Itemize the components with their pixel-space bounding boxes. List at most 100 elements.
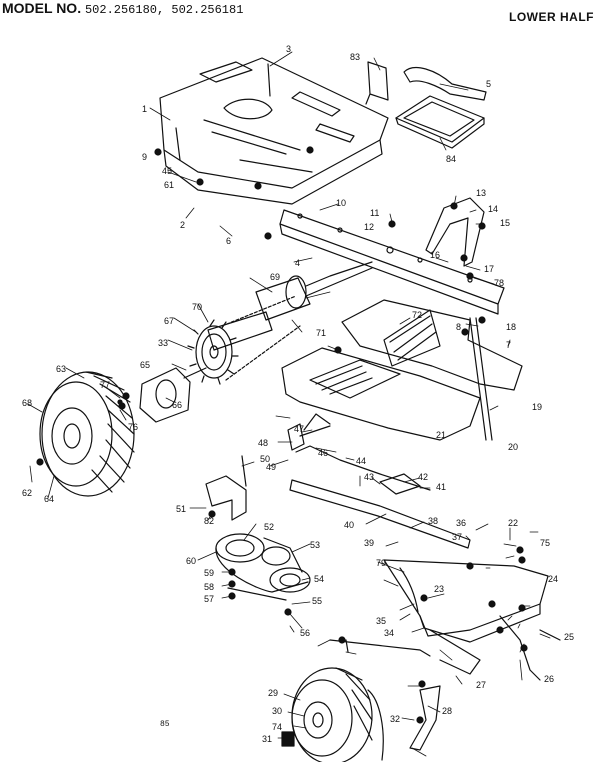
drive-chain bbox=[221, 295, 301, 381]
callout-26: 26 bbox=[544, 674, 554, 684]
callout-35: 35 bbox=[376, 616, 386, 626]
callout-numbers: 1 2 3 4 5 6 7 8 9 10 11 12 13 14 15 16 1… bbox=[22, 44, 574, 744]
bracket-14 bbox=[425, 197, 485, 267]
callout-43: 43 bbox=[364, 472, 374, 482]
callout-2: 2 bbox=[180, 220, 185, 230]
brake-linkage bbox=[287, 413, 471, 549]
callout-3: 3 bbox=[286, 44, 291, 54]
hood-latch-5 bbox=[403, 67, 487, 101]
hardware-nuts-bolts bbox=[36, 146, 528, 724]
callout-53: 53 bbox=[310, 540, 320, 550]
callout-49: 49 bbox=[266, 462, 276, 472]
callout-18: 18 bbox=[506, 322, 516, 332]
callout-32: 32 bbox=[390, 714, 400, 724]
callout-48: 48 bbox=[258, 438, 268, 448]
callout-66: 66 bbox=[172, 400, 182, 410]
callout-46: 46 bbox=[318, 448, 328, 458]
callout-82: 82 bbox=[204, 516, 214, 526]
callout-44: 44 bbox=[356, 456, 366, 466]
leader-lines bbox=[27, 51, 551, 757]
callout-34: 34 bbox=[384, 628, 394, 638]
model-numbers: 502.256180, 502.256181 bbox=[84, 3, 244, 17]
frame-plate bbox=[159, 57, 389, 205]
callout-70: 70 bbox=[192, 302, 202, 312]
page-number: 85 bbox=[160, 720, 170, 729]
callout-38: 38 bbox=[428, 516, 438, 526]
callout-37: 37 bbox=[452, 532, 462, 542]
model-label: MODEL NO. bbox=[2, 0, 82, 16]
lower-frame bbox=[329, 559, 561, 681]
callout-68: 68 bbox=[22, 398, 32, 408]
callout-47: 47 bbox=[294, 424, 304, 434]
callout-83: 83 bbox=[350, 52, 360, 62]
front-wheel bbox=[291, 667, 384, 762]
callout-69: 69 bbox=[270, 272, 280, 282]
rod-20 bbox=[469, 317, 493, 441]
callout-40: 40 bbox=[344, 520, 354, 530]
callout-19: 19 bbox=[532, 402, 542, 412]
callout-78: 78 bbox=[494, 278, 504, 288]
callout-29: 29 bbox=[268, 688, 278, 698]
callout-72: 72 bbox=[412, 310, 422, 320]
callout-5: 5 bbox=[486, 79, 491, 89]
callout-25: 25 bbox=[564, 632, 574, 642]
callout-60: 60 bbox=[186, 556, 196, 566]
callout-21: 21 bbox=[436, 430, 446, 440]
callout-75: 75 bbox=[540, 538, 550, 548]
rear-wheel bbox=[39, 371, 135, 497]
callout-30: 30 bbox=[272, 706, 282, 716]
callout-33: 33 bbox=[158, 338, 168, 348]
callout-14: 14 bbox=[488, 204, 498, 214]
callout-41: 41 bbox=[436, 482, 446, 492]
drive-sprocket bbox=[187, 319, 239, 385]
callout-23: 23 bbox=[434, 584, 444, 594]
callout-28: 28 bbox=[442, 706, 452, 716]
callout-59: 59 bbox=[204, 568, 214, 578]
callout-45: 45 bbox=[162, 166, 172, 176]
callout-63: 63 bbox=[56, 364, 66, 374]
callout-77: 77 bbox=[100, 380, 110, 390]
callout-11: 11 bbox=[370, 208, 379, 218]
callout-15: 15 bbox=[500, 218, 510, 228]
callout-8: 8 bbox=[456, 322, 461, 332]
section-title: LOWER HALF bbox=[509, 10, 594, 24]
callout-64: 64 bbox=[44, 494, 54, 504]
callout-9: 9 bbox=[142, 152, 147, 162]
callout-54: 54 bbox=[314, 574, 324, 584]
callout-56: 56 bbox=[300, 628, 310, 638]
callout-10: 10 bbox=[336, 198, 346, 208]
callout-52: 52 bbox=[264, 522, 274, 532]
callout-20: 20 bbox=[508, 442, 518, 452]
model-number-heading: MODEL NO. 502.256180, 502.256181 bbox=[2, 0, 243, 17]
callout-51: 51 bbox=[176, 504, 186, 514]
support-plate bbox=[281, 299, 523, 441]
callout-36: 36 bbox=[456, 518, 466, 528]
callout-74: 74 bbox=[272, 722, 282, 732]
callout-7: 7 bbox=[506, 340, 511, 350]
callout-58: 58 bbox=[204, 582, 214, 592]
front-axle bbox=[279, 209, 505, 315]
spindle-28 bbox=[409, 685, 441, 751]
callout-1: 1 bbox=[142, 104, 147, 114]
callout-12: 12 bbox=[364, 222, 374, 232]
tray bbox=[395, 95, 485, 149]
callout-50: 50 bbox=[260, 454, 270, 464]
callout-65: 65 bbox=[140, 360, 150, 370]
belt-pulley-set bbox=[215, 533, 311, 601]
callout-79: 79 bbox=[376, 558, 386, 568]
callout-84: 84 bbox=[446, 154, 456, 164]
callout-62: 62 bbox=[22, 488, 32, 498]
callout-31: 31 bbox=[262, 734, 272, 744]
callout-13: 13 bbox=[476, 188, 486, 198]
callout-76: 76 bbox=[128, 422, 138, 432]
callout-57: 57 bbox=[204, 594, 214, 604]
callout-4: 4 bbox=[295, 258, 300, 268]
callout-24: 24 bbox=[548, 574, 558, 584]
electric-motor bbox=[207, 261, 373, 351]
callout-42: 42 bbox=[418, 472, 428, 482]
callout-6: 6 bbox=[226, 236, 231, 246]
callout-16: 16 bbox=[430, 250, 440, 260]
callout-17: 17 bbox=[484, 264, 494, 274]
cylinder-31 bbox=[281, 731, 295, 747]
